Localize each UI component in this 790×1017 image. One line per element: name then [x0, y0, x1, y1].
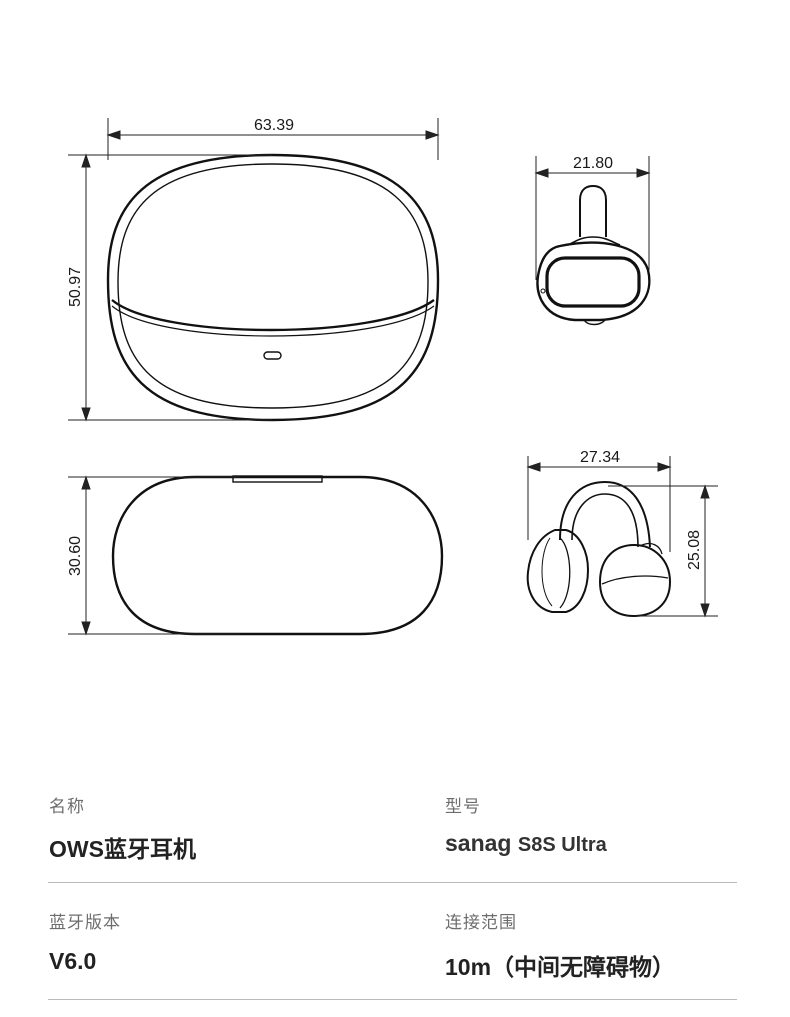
- earbud-side-view: [536, 184, 651, 326]
- spec-divider-2: [48, 999, 737, 1000]
- model-label: 型号: [445, 797, 481, 816]
- earbud-width-dimension: [534, 156, 651, 280]
- bt-version-value: V6.0: [49, 948, 97, 974]
- model-value: S8S Ultra: [517, 834, 607, 856]
- earbud-span-label: 27.34: [580, 449, 620, 466]
- earbud-span-dimension: [526, 456, 672, 552]
- earbud-height-dimension: [608, 484, 718, 618]
- case-depth-dimension: [68, 475, 240, 636]
- case-width-dimension: [106, 118, 440, 160]
- earbud-front-view: [526, 480, 672, 618]
- earbud-width-label: 21.80: [573, 155, 613, 172]
- spec-divider-1: [48, 882, 737, 883]
- model-value-group: sanag S8S Ultra: [445, 830, 607, 857]
- name-label: 名称: [49, 797, 85, 816]
- case-height-label: 50.97: [67, 267, 84, 307]
- name-value: OWS蓝牙耳机: [49, 836, 196, 862]
- case-front-view: [106, 153, 440, 422]
- product-dimension-drawing: 63.39 50.97 30.60 21.80: [67, 117, 718, 636]
- bt-version-label: 蓝牙版本: [49, 913, 121, 932]
- case-height-dimension: [68, 153, 272, 422]
- case-depth-label: 30.60: [67, 536, 84, 576]
- earbud-height-label: 25.08: [686, 530, 703, 570]
- range-value: 10m（中间无障碍物）: [445, 954, 676, 980]
- case-width-label: 63.39: [254, 117, 294, 134]
- model-brand: sanag: [445, 830, 512, 856]
- range-label: 连接范围: [445, 913, 517, 932]
- case-top-view: [111, 475, 444, 636]
